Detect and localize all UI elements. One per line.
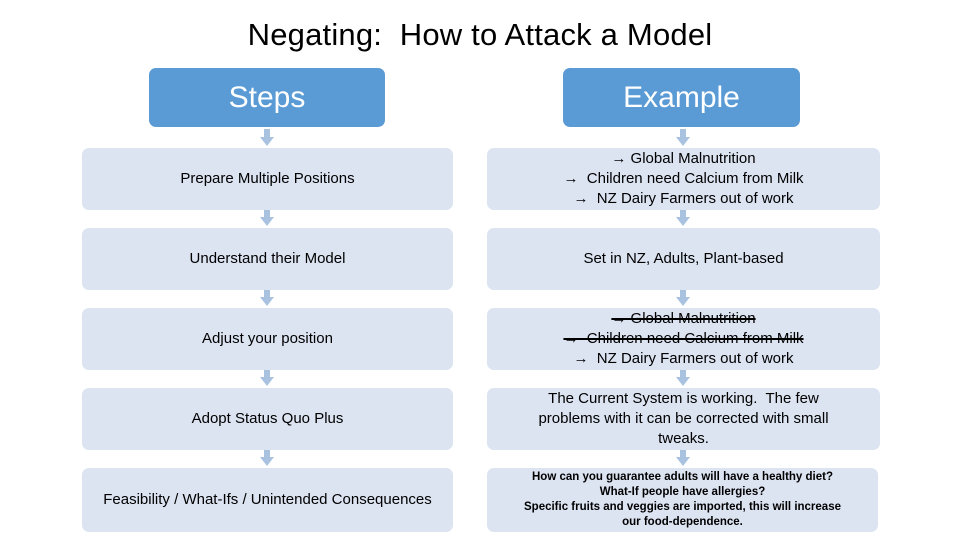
step-label: Adjust your position [202,330,333,347]
example-box: → Global Malnutrition → Children need Cal… [487,308,880,370]
example-line: → Children need Calcium from Milk [563,330,804,347]
down-arrow-icon [258,369,276,386]
arrow-shaft [264,129,270,138]
arrow-head [260,137,274,146]
column-header-example-label: Example [623,80,740,114]
step-box: Prepare Multiple Positions [82,148,453,210]
example-box: The Current System is working. The few pr… [487,388,880,450]
example-lines: → Global Malnutrition → Children need Cal… [495,309,872,369]
example-lines: → Global Malnutrition → Children need Cal… [495,149,872,209]
example-line: Specific fruits and veggies are imported… [524,501,841,513]
example-box: → Global Malnutrition → Children need Cal… [487,148,880,210]
arrow-shaft [264,449,270,458]
arrow-shaft [680,289,686,298]
step-label: Understand their Model [189,250,346,267]
down-arrow-icon [674,289,692,306]
step-box: Feasibility / What-Ifs / Unintended Cons… [82,468,453,532]
arrow-head [260,457,274,466]
down-arrow-icon [674,129,692,146]
step-box: Understand their Model [82,228,453,290]
down-arrow-icon [674,369,692,386]
example-line: → NZ Dairy Farmers out of work [573,350,794,367]
example-line: What-If people have allergies? [599,486,766,498]
example-line: → Children need Calcium from Milk [563,170,804,187]
example-line: Set in NZ, Adults, Plant-based [583,250,784,267]
arrow-head [676,377,690,386]
down-arrow-icon [674,209,692,226]
down-arrow-icon [674,449,692,466]
column-header-example: Example [563,68,800,127]
arrow-shaft [264,369,270,378]
down-arrow-icon [258,129,276,146]
down-arrow-icon [258,449,276,466]
arrow-shaft [264,209,270,218]
arrow-shaft [680,369,686,378]
example-line: tweaks. [658,430,709,447]
arrow-head [676,137,690,146]
arrow-head [676,297,690,306]
step-label: Prepare Multiple Positions [180,170,355,187]
arrow-shaft [264,289,270,298]
example-line: → Global Malnutrition [611,310,756,327]
arrow-head [260,297,274,306]
arrow-head [676,457,690,466]
arrow-shaft [680,129,686,138]
example-box: Set in NZ, Adults, Plant-based [487,228,880,290]
column-header-steps-label: Steps [228,80,306,114]
column-header-steps: Steps [149,68,385,127]
step-label: Adopt Status Quo Plus [191,410,344,427]
arrow-shaft [680,449,686,458]
down-arrow-icon [258,209,276,226]
down-arrow-icon [258,289,276,306]
step-box: Adjust your position [82,308,453,370]
arrow-head [676,217,690,226]
example-box: How can you guarantee adults will have a… [487,468,878,532]
arrow-head [260,377,274,386]
example-line: → NZ Dairy Farmers out of work [573,190,794,207]
example-line: → Global Malnutrition [611,150,756,167]
step-label: Feasibility / What-Ifs / Unintended Cons… [103,491,432,508]
arrow-head [260,217,274,226]
example-line: How can you guarantee adults will have a… [532,471,833,483]
arrow-shaft [680,209,686,218]
page-title: Negating: How to Attack a Model [247,17,713,52]
example-lines: How can you guarantee adults will have a… [495,470,870,530]
example-line: our food-dependence. [622,516,743,528]
example-line: problems with it can be corrected with s… [538,410,829,427]
example-lines: Set in NZ, Adults, Plant-based [495,249,872,269]
example-line: The Current System is working. The few [548,390,819,407]
step-box: Adopt Status Quo Plus [82,388,453,450]
example-lines: The Current System is working. The few pr… [495,389,872,449]
